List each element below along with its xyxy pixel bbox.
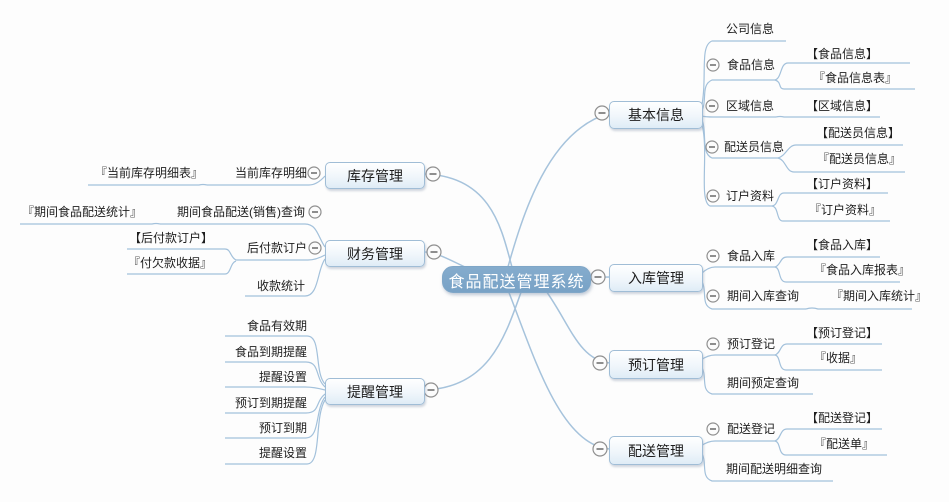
subtopic-booking-registration[interactable]: 预订登记 xyxy=(727,337,776,351)
leaf-courier-info-form[interactable]: 【配送员信息】 xyxy=(816,126,901,140)
leaf-current-stock-detail-table[interactable]: 『当前库存明细表』 xyxy=(94,166,203,180)
leaf-food-info-table[interactable]: 『食品信息表』 xyxy=(813,71,898,85)
subtopic-courier-info[interactable]: 配送员信息 xyxy=(724,140,785,154)
subtopic-reminder-settings-2[interactable]: 提醒设置 xyxy=(258,446,307,460)
leaf-period-food-delivery-stats[interactable]: 『期间食品配送统计』 xyxy=(21,205,142,219)
leaf-arrears-payment-receipt[interactable]: 『付欠款收据』 xyxy=(127,256,212,270)
collapse-toggle-current-stock-detail[interactable] xyxy=(307,166,321,180)
topic-delivery-management[interactable]: 配送管理 xyxy=(609,436,703,465)
subtopic-collection-statistics[interactable]: 收款统计 xyxy=(256,279,305,293)
leaf-subscriber-profile-table[interactable]: 『订户资料』 xyxy=(809,203,882,217)
collapse-toggle-finance-management[interactable] xyxy=(426,244,442,260)
leaf-delivery-registration-form[interactable]: 【配送登记】 xyxy=(806,411,879,425)
subtopic-reminder-settings-1[interactable]: 提醒设置 xyxy=(258,370,307,384)
collapse-toggle-booking-registration[interactable] xyxy=(706,337,720,351)
collapse-toggle-delivery-management[interactable] xyxy=(592,441,608,457)
subtopic-food-instock[interactable]: 食品入库 xyxy=(727,249,776,263)
subtopic-period-food-delivery-sales-query[interactable]: 期间食品配送(销售)查询 xyxy=(177,205,305,219)
leaf-postpaid-subscribers-form[interactable]: 【后付款订户】 xyxy=(128,231,213,245)
subtopic-period-booking-query[interactable]: 期间预定查询 xyxy=(727,376,800,390)
topic-inventory-management[interactable]: 库存管理 xyxy=(325,162,425,189)
topic-reminder-management[interactable]: 提醒管理 xyxy=(325,378,425,405)
leaf-food-instock-report[interactable]: 『食品入库报表』 xyxy=(814,263,911,277)
leaf-subscriber-profile-form[interactable]: 【订户资料】 xyxy=(806,177,879,191)
leaf-food-instock-form[interactable]: 【食品入库】 xyxy=(806,238,879,252)
collapse-toggle-courier-info[interactable] xyxy=(705,140,719,154)
collapse-toggle-postpaid-subscribers[interactable] xyxy=(308,241,322,255)
subtopic-food-info[interactable]: 食品信息 xyxy=(727,58,776,72)
leaf-period-instock-stats[interactable]: 『期间入库统计』 xyxy=(831,289,928,303)
subtopic-postpaid-subscribers[interactable]: 后付款订户 xyxy=(246,241,307,255)
subtopic-booking-expiry-reminder[interactable]: 预订到期提醒 xyxy=(234,396,307,410)
collapse-toggle-instock-management[interactable] xyxy=(590,269,606,285)
topic-basic-information[interactable]: 基本信息 xyxy=(609,101,703,129)
collapse-toggle-reminder-management[interactable] xyxy=(423,382,439,398)
collapse-toggle-food-instock[interactable] xyxy=(706,249,720,263)
collapse-toggle-delivery-registration[interactable] xyxy=(706,422,720,436)
leaf-delivery-note[interactable]: 『配送单』 xyxy=(814,437,875,451)
leaf-receipt[interactable]: 『收据』 xyxy=(814,351,863,365)
subtopic-food-validity-period[interactable]: 食品有效期 xyxy=(246,319,307,333)
leaf-courier-info-table[interactable]: 『配送员信息』 xyxy=(817,152,902,166)
subtopic-company-info[interactable]: 公司信息 xyxy=(726,22,775,36)
subtopic-delivery-registration[interactable]: 配送登记 xyxy=(727,422,776,436)
topic-finance-management[interactable]: 财务管理 xyxy=(325,240,425,267)
subtopic-current-stock-detail[interactable]: 当前库存明细 xyxy=(234,166,307,180)
collapse-toggle-food-info[interactable] xyxy=(706,58,720,72)
topic-booking-management[interactable]: 预订管理 xyxy=(609,350,703,379)
topic-instock-management[interactable]: 入库管理 xyxy=(609,264,703,292)
root-topic[interactable]: 食品配送管理系统 xyxy=(442,266,591,293)
collapse-toggle-inventory-management[interactable] xyxy=(425,166,441,182)
subtopic-region-info[interactable]: 区域信息 xyxy=(726,99,775,113)
collapse-toggle-basic-information[interactable] xyxy=(594,105,610,121)
subtopic-booking-expiry[interactable]: 预订到期 xyxy=(258,421,307,435)
leaf-booking-registration-form[interactable]: 【预订登记】 xyxy=(806,326,879,340)
leaf-food-info-form[interactable]: 【食品信息】 xyxy=(806,47,879,61)
subtopic-subscriber-profile[interactable]: 订户资料 xyxy=(726,189,775,203)
subtopic-period-instock-query[interactable]: 期间入库查询 xyxy=(727,289,800,303)
collapse-toggle-booking-management[interactable] xyxy=(592,355,608,371)
collapse-toggle-region-info[interactable] xyxy=(705,99,719,113)
subtopic-period-delivery-detail-query[interactable]: 期间配送明细查询 xyxy=(726,462,823,476)
leaf-region-info-form[interactable]: 【区域信息】 xyxy=(806,99,879,113)
subtopic-food-expiry-reminder[interactable]: 食品到期提醒 xyxy=(234,345,307,359)
collapse-toggle-subscriber-profile[interactable] xyxy=(706,189,720,203)
collapse-toggle-period-instock-query[interactable] xyxy=(706,289,720,303)
collapse-toggle-period-food-delivery-sales-query[interactable] xyxy=(308,205,322,219)
